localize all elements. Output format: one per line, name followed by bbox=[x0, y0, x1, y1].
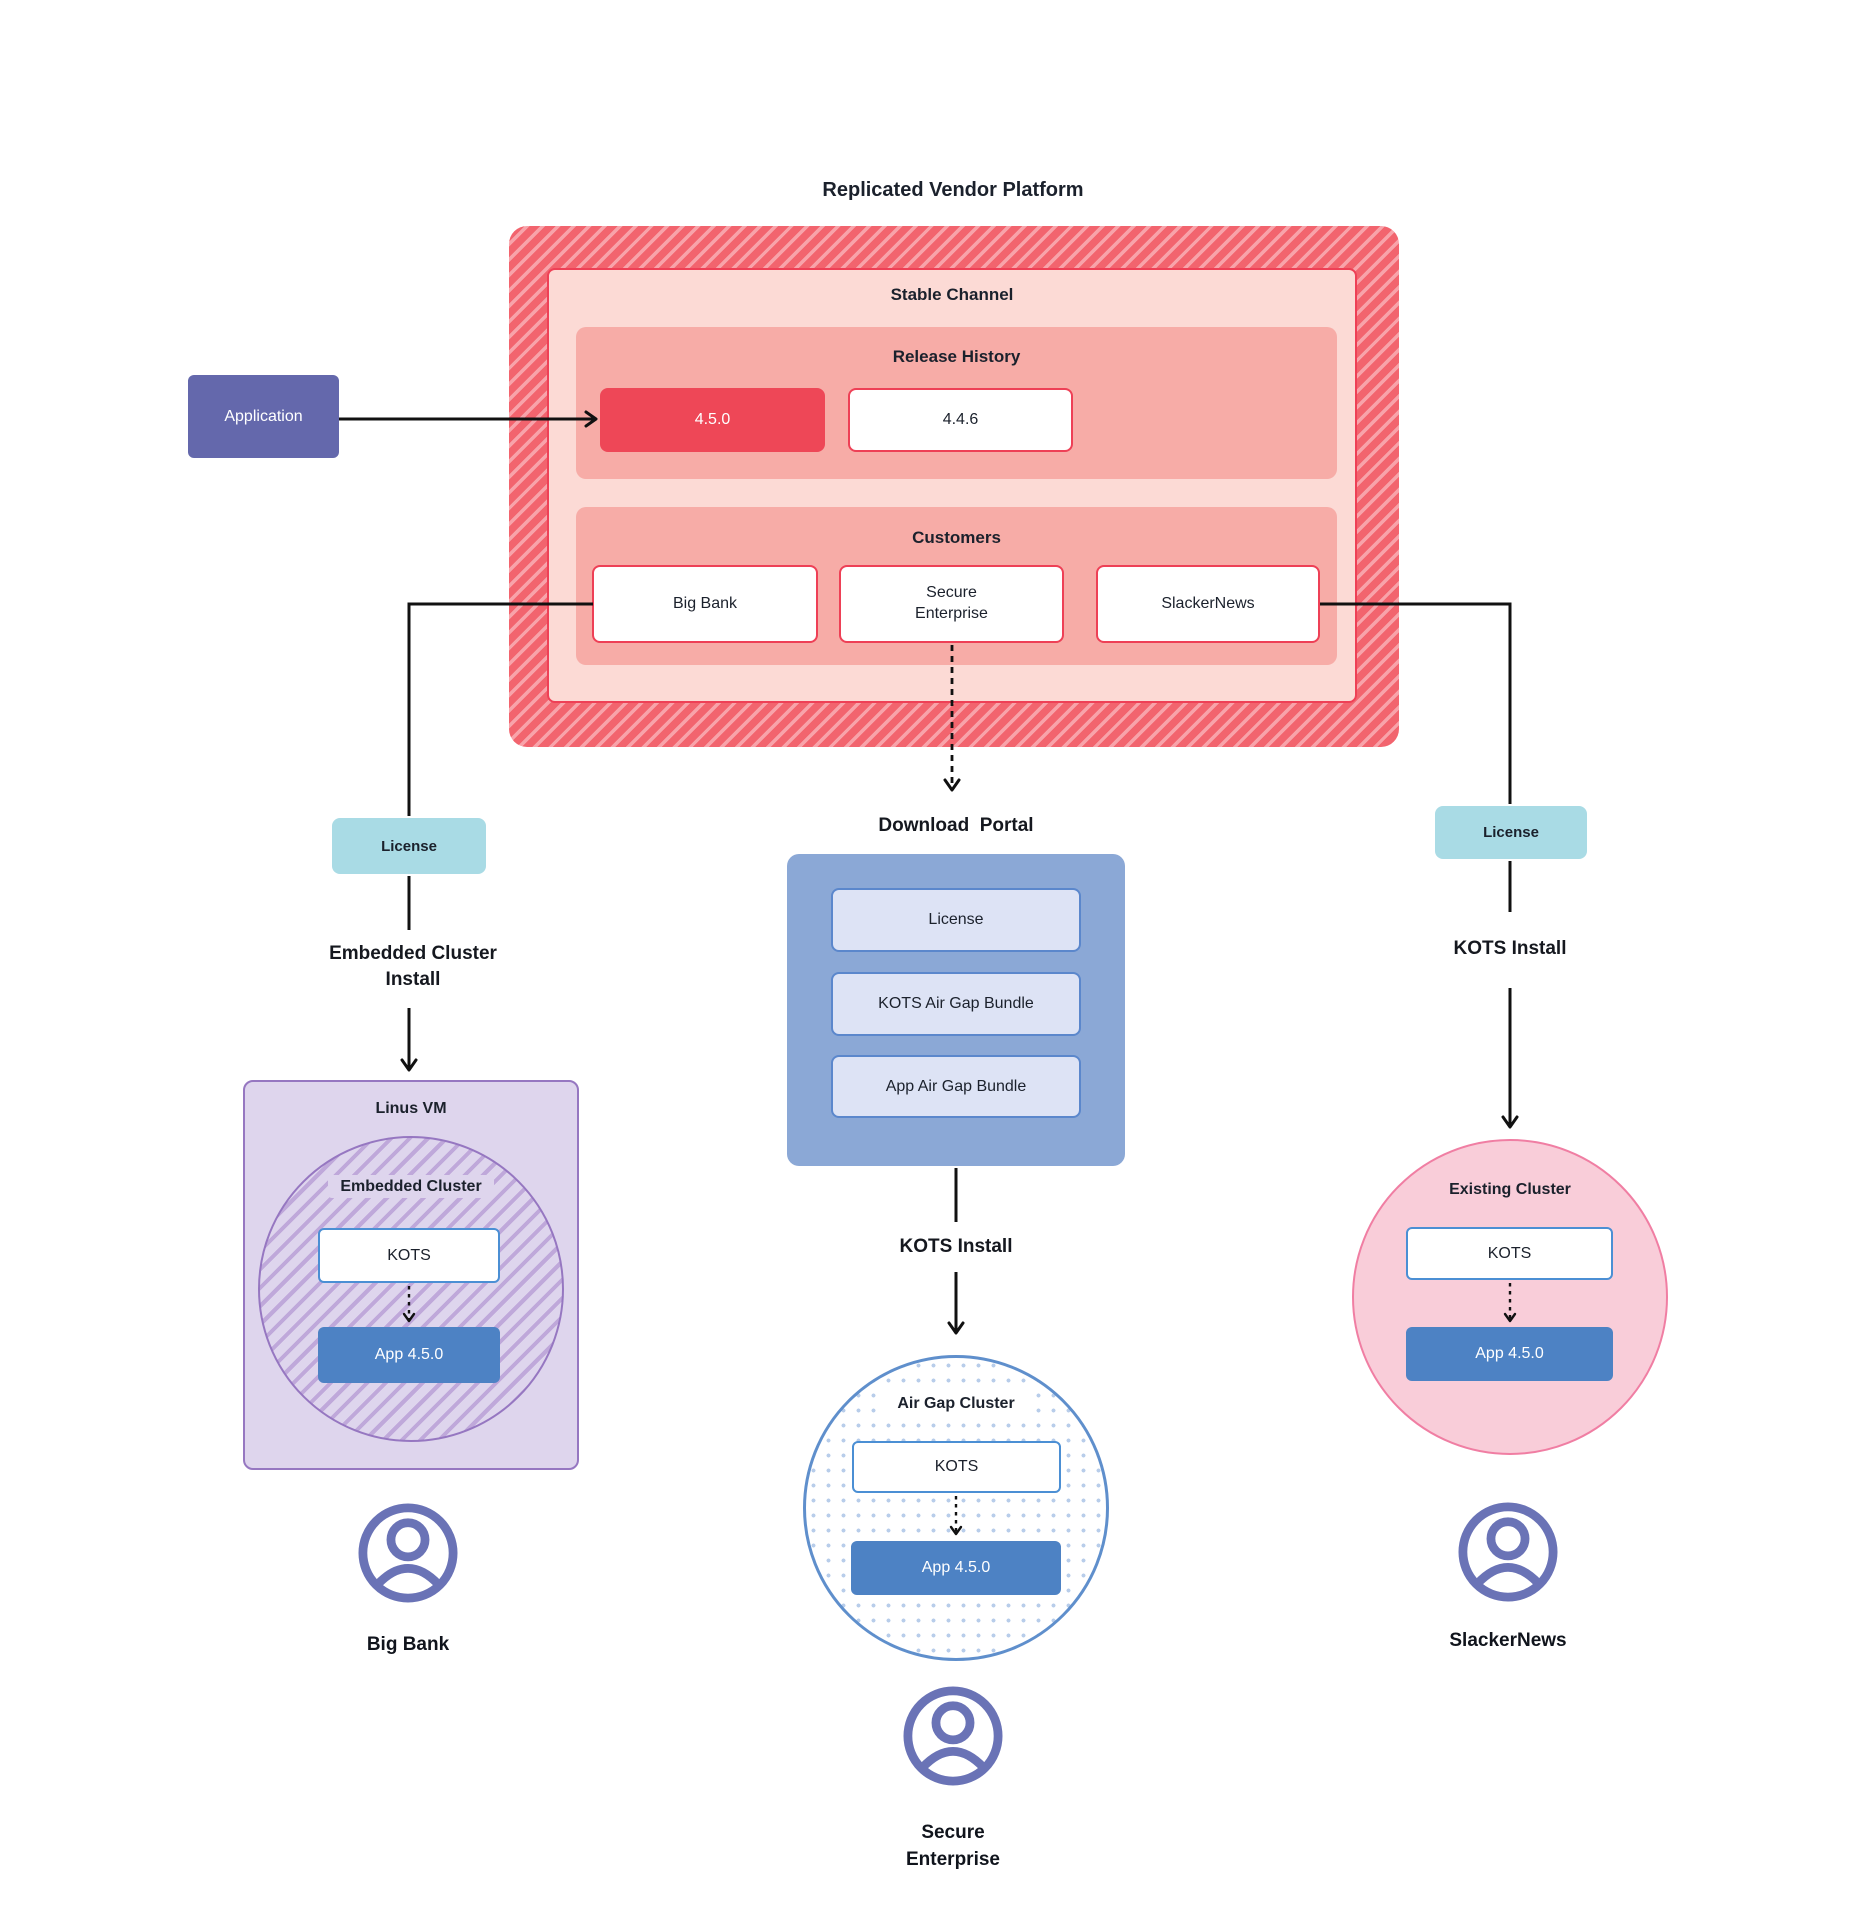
application-box: Application bbox=[188, 375, 339, 458]
customer-box-label: Big Bank bbox=[672, 594, 738, 612]
kots-install-label-center: KOTS Install bbox=[899, 1236, 1013, 1257]
kots-box-left: KOTS bbox=[318, 1228, 500, 1283]
customers-label: Customers bbox=[912, 528, 1001, 547]
kots-box-right: KOTS bbox=[1406, 1227, 1613, 1280]
stable-channel-label: Stable Channel bbox=[890, 285, 1014, 304]
existing-cluster-label: Existing Cluster bbox=[1449, 1181, 1571, 1198]
big-bank-user-icon bbox=[358, 1503, 458, 1603]
app-box-right: App 4.5.0 bbox=[1406, 1327, 1613, 1381]
download-portal-title: Download Portal bbox=[878, 815, 1034, 836]
customer-box-label: SlackerNews bbox=[1161, 594, 1255, 612]
portal-item-license: License bbox=[831, 888, 1081, 952]
app-box-left: App 4.5.0 bbox=[318, 1327, 500, 1383]
slackernews-entity-label: SlackerNews bbox=[1449, 1630, 1567, 1651]
secure-enterprise-entity-label: Secure Enterprise bbox=[906, 1822, 1000, 1870]
customer-box-slackernews: SlackerNews bbox=[1096, 565, 1320, 643]
kots-install-label-right: KOTS Install bbox=[1453, 938, 1567, 959]
embedded-cluster-install-label: Embedded Cluster Install bbox=[329, 943, 497, 990]
embedded-cluster-label: Embedded Cluster bbox=[258, 1175, 564, 1198]
kots-box-center: KOTS bbox=[852, 1441, 1061, 1493]
customer-box-secure-enterprise: Secure Enterprise bbox=[839, 565, 1064, 643]
portal-item-app-airgap-bundle: App Air Gap Bundle bbox=[831, 1055, 1081, 1118]
app-box-center: App 4.5.0 bbox=[851, 1541, 1061, 1595]
linus-vm-label: Linus VM bbox=[375, 1100, 447, 1117]
diagram-title: Replicated Vendor Platform bbox=[822, 179, 1084, 201]
customer-box-big-bank: Big Bank bbox=[592, 565, 818, 643]
license-box-right: License bbox=[1435, 806, 1587, 859]
customer-box-label: Secure Enterprise bbox=[915, 584, 988, 622]
slackernews-user-icon bbox=[1458, 1502, 1558, 1602]
big-bank-entity-label: Big Bank bbox=[366, 1634, 450, 1655]
release-version-current: 4.5.0 bbox=[600, 388, 825, 452]
secure-enterprise-user-icon bbox=[903, 1686, 1003, 1786]
portal-item-kots-airgap-bundle: KOTS Air Gap Bundle bbox=[831, 972, 1081, 1036]
release-version-previous: 4.4.6 bbox=[848, 388, 1073, 452]
air-gap-cluster-label: Air Gap Cluster bbox=[803, 1392, 1109, 1415]
release-history-label: Release History bbox=[892, 347, 1021, 366]
license-box-left: License bbox=[332, 818, 486, 874]
